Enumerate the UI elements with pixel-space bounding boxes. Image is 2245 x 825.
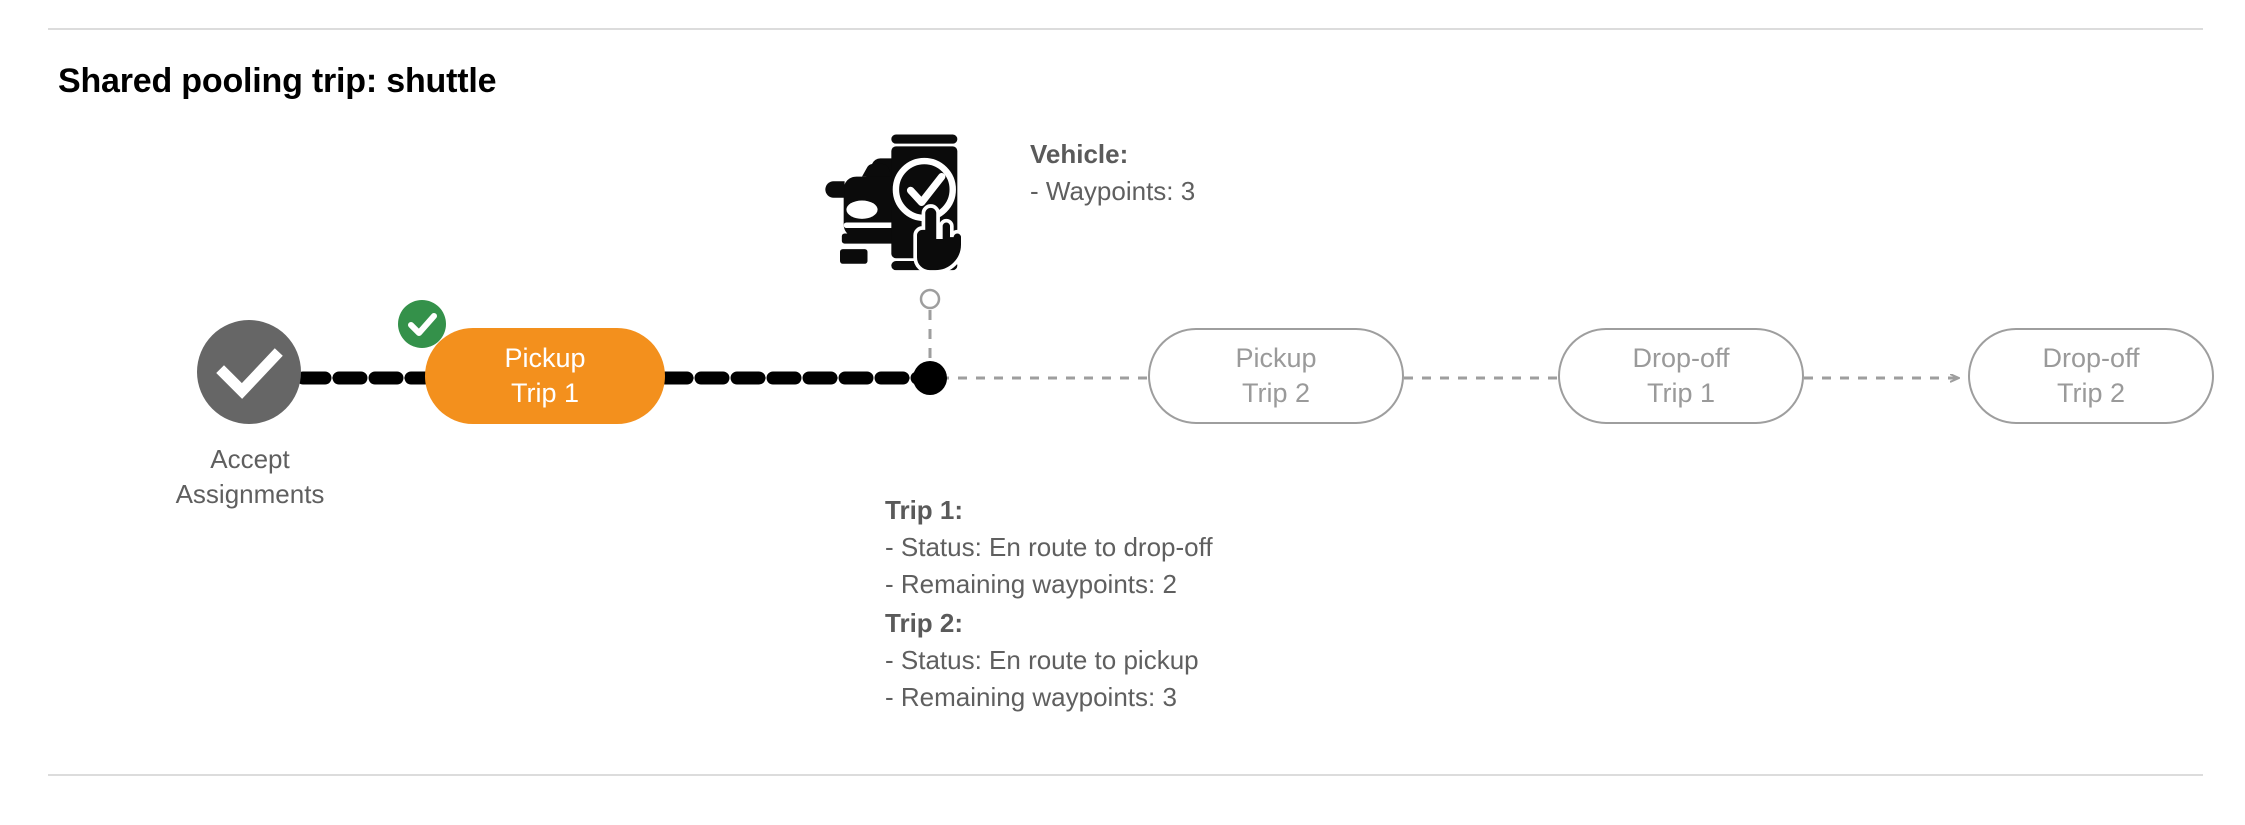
trip1-status: - Status: En route to drop-off xyxy=(885,531,1213,562)
trips-annotation: Trip 1: - Status: En route to drop-off -… xyxy=(885,490,1213,715)
trip1-remaining-waypoints: - Remaining waypoints: 2 xyxy=(885,568,1177,599)
node-pickup-trip-1[interactable]: Pickup Trip 1 xyxy=(425,328,665,424)
vehicle-phone-check-glyph xyxy=(825,134,965,274)
page-title: Shared pooling trip: shuttle xyxy=(58,62,497,100)
node-pickup-trip-2-line1: Pickup xyxy=(1235,343,1317,374)
node-pickup-trip-2[interactable]: Pickup Trip 2 xyxy=(1148,328,1404,424)
node-dropoff-trip-1[interactable]: Drop-off Trip 1 xyxy=(1558,328,1804,424)
vehicle-leader-circle xyxy=(919,288,941,310)
node-pickup-trip-2-line2: Trip 2 xyxy=(1241,378,1310,408)
vehicle-phone-check-icon xyxy=(818,118,983,283)
node-dropoff-trip-1-line1: Drop-off xyxy=(1632,343,1730,374)
vehicle-position-dot xyxy=(913,361,947,395)
node-dropoff-trip-2-line1: Drop-off xyxy=(2042,343,2140,374)
node-dropoff-trip-2[interactable]: Drop-off Trip 2 xyxy=(1968,328,2214,424)
start-node-accept-assignments[interactable] xyxy=(197,320,301,424)
node-dropoff-trip-2-line2: Trip 2 xyxy=(2056,378,2125,408)
start-node-label-line2: Assignments xyxy=(175,478,325,509)
check-icon xyxy=(408,313,437,336)
node-dropoff-trip-1-line2: Trip 1 xyxy=(1646,378,1715,408)
vehicle-annotation: Vehicle: - Waypoints: 3 xyxy=(1030,136,1195,210)
divider-bottom xyxy=(48,774,2203,776)
trip2-status: - Status: En route to pickup xyxy=(885,644,1199,675)
start-node-label-line1: Accept xyxy=(210,444,290,474)
vehicle-annotation-heading: Vehicle: xyxy=(1030,139,1129,169)
trip2-remaining-waypoints: - Remaining waypoints: 3 xyxy=(885,681,1177,712)
node-pickup-trip-1-line2: Trip 1 xyxy=(510,378,579,408)
divider-top xyxy=(48,28,2203,30)
green-check-badge xyxy=(398,300,446,348)
trip1-heading: Trip 1: xyxy=(885,495,964,525)
check-circle-icon xyxy=(216,348,283,399)
vehicle-annotation-waypoints: - Waypoints: 3 xyxy=(1030,175,1196,206)
start-node-label: Accept Assignments xyxy=(110,442,390,511)
trip2-heading: Trip 2: xyxy=(885,607,964,638)
node-pickup-trip-1-line1: Pickup xyxy=(504,343,586,374)
